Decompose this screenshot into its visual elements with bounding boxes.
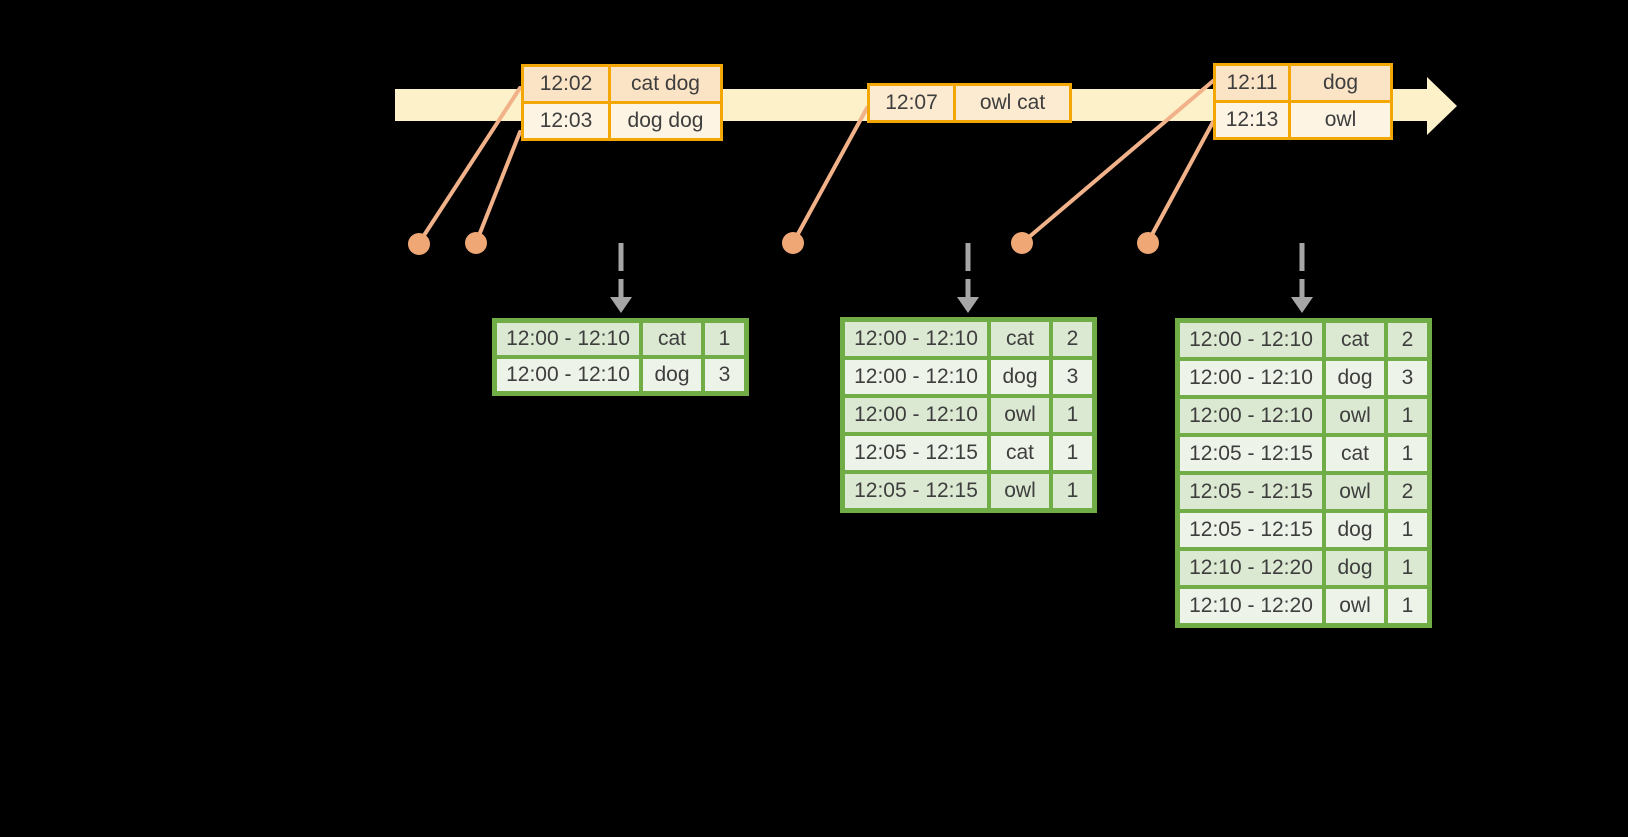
word-cell: dog [1326,361,1384,395]
window-cell: 12:00 - 12:10 [845,398,987,432]
window-cell: 12:00 - 12:10 [845,360,987,394]
word-cell: dog [643,359,701,391]
event-time-cell: 12:03 [524,104,608,138]
trigger-arrowhead-icon [610,297,632,313]
event-time-cell: 12:02 [524,67,608,101]
event-words-cell: owl [1291,103,1390,137]
event-words-cell: owl cat [956,86,1069,120]
event-dot [1011,232,1033,254]
window-cell: 12:00 - 12:10 [1180,399,1322,433]
event-time-cell: 12:07 [870,86,953,120]
window-cell: 12:05 - 12:15 [845,474,987,508]
event-dots [408,232,1159,255]
window-cell: 12:00 - 12:10 [497,359,639,391]
window-cell: 12:00 - 12:10 [845,322,987,356]
event-dot [782,232,804,254]
count-cell: 2 [1053,322,1092,356]
event-connectors [417,79,1215,245]
event-connector-line [1146,120,1215,244]
count-cell: 1 [705,323,744,355]
count-cell: 1 [1388,399,1427,433]
event-connector-line [474,130,522,245]
count-cell: 2 [1388,323,1427,357]
word-cell: dog [991,360,1049,394]
trigger-arrowhead-icon [957,297,979,313]
word-cell: cat [991,322,1049,356]
window-cell: 12:00 - 12:10 [497,323,639,355]
window-cell: 12:00 - 12:10 [1180,361,1322,395]
window-cell: 12:05 - 12:15 [1180,437,1322,471]
word-cell: cat [1326,437,1384,471]
event-dot [1137,232,1159,254]
event-dot [408,233,430,255]
word-cell: cat [991,436,1049,470]
count-cell: 1 [1388,551,1427,585]
event-connector-line [791,106,869,245]
word-cell: cat [643,323,701,355]
count-cell: 2 [1388,475,1427,509]
event-dot [465,232,487,254]
window-cell: 12:05 - 12:15 [845,436,987,470]
result-table-3: 12:00 - 12:10 cat 2 12:00 - 12:10 dog 3 … [1175,318,1432,628]
event-time-cell: 12:11 [1216,66,1288,100]
window-cell: 12:05 - 12:15 [1180,475,1322,509]
event-connector-line [417,86,522,245]
window-cell: 12:05 - 12:15 [1180,513,1322,547]
trigger-arrowhead-icon [1291,297,1313,313]
word-cell: dog [1326,551,1384,585]
event-connector-line [1020,79,1215,245]
count-cell: 1 [1388,437,1427,471]
event-words-cell: dog dog [611,104,720,138]
window-cell: 12:10 - 12:20 [1180,551,1322,585]
timeline-arrowhead-icon [1427,77,1457,135]
event-time-cell: 12:13 [1216,103,1288,137]
word-cell: cat [1326,323,1384,357]
event-table-3: 12:11 dog 12:13 owl [1213,63,1393,140]
result-table-2: 12:00 - 12:10 cat 2 12:00 - 12:10 dog 3 … [840,317,1097,513]
window-cell: 12:10 - 12:20 [1180,589,1322,623]
count-cell: 1 [1053,436,1092,470]
event-words-cell: cat dog [611,67,720,101]
word-cell: owl [1326,399,1384,433]
word-cell: owl [1326,475,1384,509]
word-cell: owl [991,474,1049,508]
count-cell: 3 [705,359,744,391]
count-cell: 1 [1053,474,1092,508]
count-cell: 1 [1388,589,1427,623]
count-cell: 3 [1053,360,1092,394]
count-cell: 1 [1388,513,1427,547]
event-words-cell: dog [1291,66,1390,100]
trigger-arrows [610,243,1313,313]
word-cell: owl [1326,589,1384,623]
result-table-1: 12:00 - 12:10 cat 1 12:00 - 12:10 dog 3 [492,318,749,396]
event-table-1: 12:02 cat dog 12:03 dog dog [521,64,723,141]
window-cell: 12:00 - 12:10 [1180,323,1322,357]
event-table-2: 12:07 owl cat [867,83,1072,123]
word-cell: dog [1326,513,1384,547]
count-cell: 3 [1388,361,1427,395]
word-cell: owl [991,398,1049,432]
count-cell: 1 [1053,398,1092,432]
